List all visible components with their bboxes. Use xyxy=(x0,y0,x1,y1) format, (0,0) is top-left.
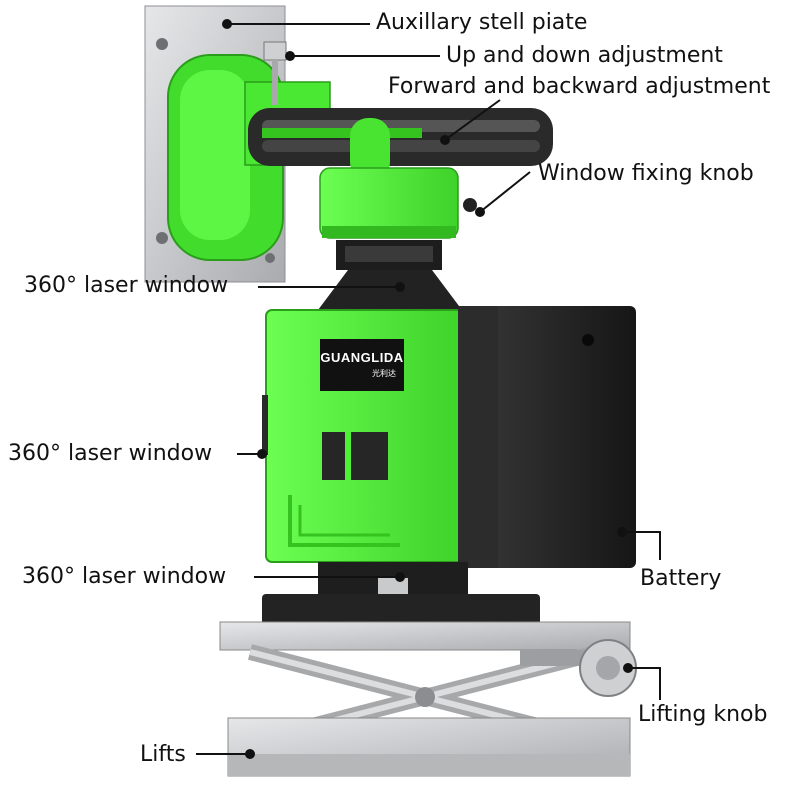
rotating-head xyxy=(319,118,477,239)
callout-lifts: Lifts xyxy=(140,742,186,767)
callout-window-knob: Window fixing knob xyxy=(538,161,754,186)
callout-lifting-knob: Lifting knob xyxy=(638,702,768,727)
brand-name: GUANGLIDA xyxy=(320,350,404,365)
callout-laser-window-top: 360° laser window xyxy=(24,273,229,298)
callout-forward-backward: Forward and backward adjustment xyxy=(388,74,771,99)
brand-label: GUANGLIDA 光利达 xyxy=(320,339,404,391)
adjustment-rail xyxy=(248,108,553,166)
callout-laser-window-bottom: 360° laser window xyxy=(22,564,227,589)
support-frame xyxy=(318,270,462,310)
callout-battery: Battery xyxy=(640,566,722,591)
battery-pack xyxy=(458,306,636,568)
top-laser-window xyxy=(336,240,442,270)
lift-platform xyxy=(219,594,631,777)
callout-steel-plate: Auxillary stell piate xyxy=(376,10,588,35)
callout-laser-window-side: 360° laser window xyxy=(8,441,213,466)
main-body xyxy=(262,309,465,563)
brand-sub: 光利达 xyxy=(372,369,396,378)
leader-lines xyxy=(196,19,661,759)
up-down-screw xyxy=(263,41,287,105)
callout-up-down: Up and down adjustment xyxy=(446,43,723,68)
green-bracket xyxy=(167,54,331,261)
lifting-knob xyxy=(520,639,637,697)
